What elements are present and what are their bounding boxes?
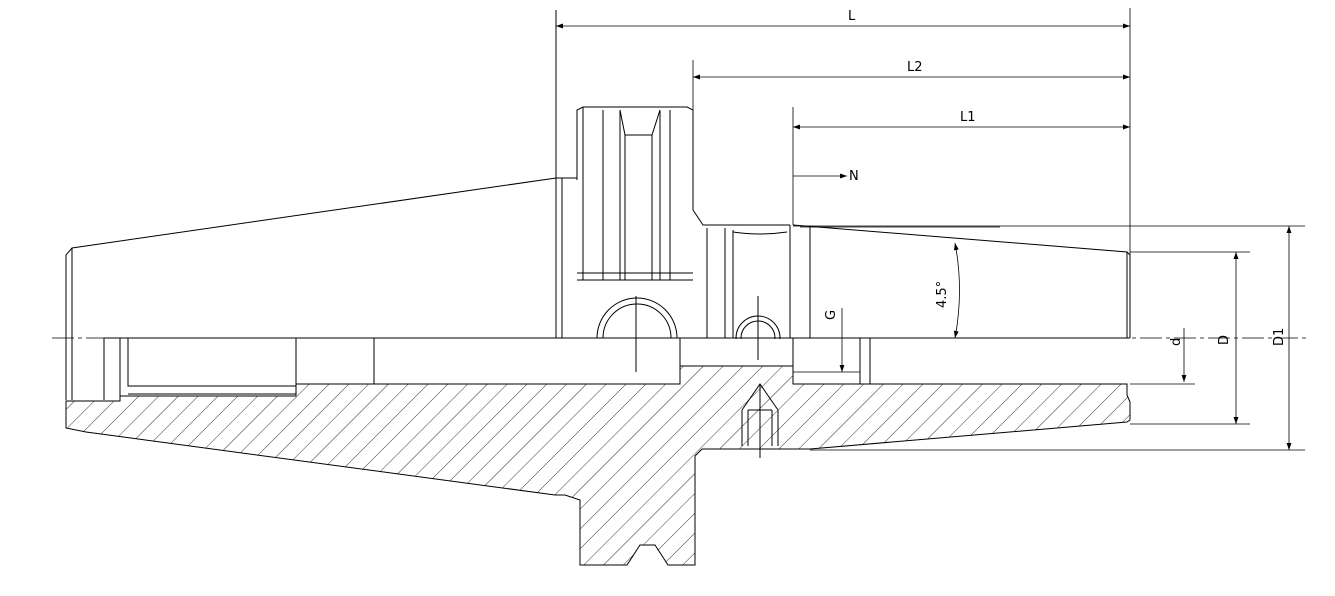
neck-curve xyxy=(732,231,788,235)
drive-slot-outer xyxy=(596,297,678,339)
v-groove xyxy=(577,107,693,281)
dim-angle-label: 4.5° xyxy=(935,281,950,308)
outline-view xyxy=(65,10,1131,400)
dim-G-label: G xyxy=(824,310,839,320)
dimensions: L L2 L1 N G 4.5° d D D1 xyxy=(556,8,1305,451)
dim-D1-label: D1 xyxy=(1272,328,1287,346)
dim-L-label: L xyxy=(848,9,856,24)
dim-L1-label: L1 xyxy=(960,110,976,125)
dim-N-label: N xyxy=(849,169,859,184)
neck xyxy=(706,228,734,338)
flange xyxy=(555,10,790,338)
dim-L2-label: L2 xyxy=(907,60,923,75)
shrink-body xyxy=(789,224,1128,338)
dim-d-label: d xyxy=(1169,338,1184,346)
section-view xyxy=(65,365,1131,566)
drive-slot-inner xyxy=(602,303,672,339)
taper-shank xyxy=(65,177,578,400)
dim-angle xyxy=(953,242,960,339)
bore-step xyxy=(792,338,871,384)
hatched-section xyxy=(65,365,1131,566)
inner-bore xyxy=(103,338,375,400)
dim-D-label: D xyxy=(1217,335,1232,345)
